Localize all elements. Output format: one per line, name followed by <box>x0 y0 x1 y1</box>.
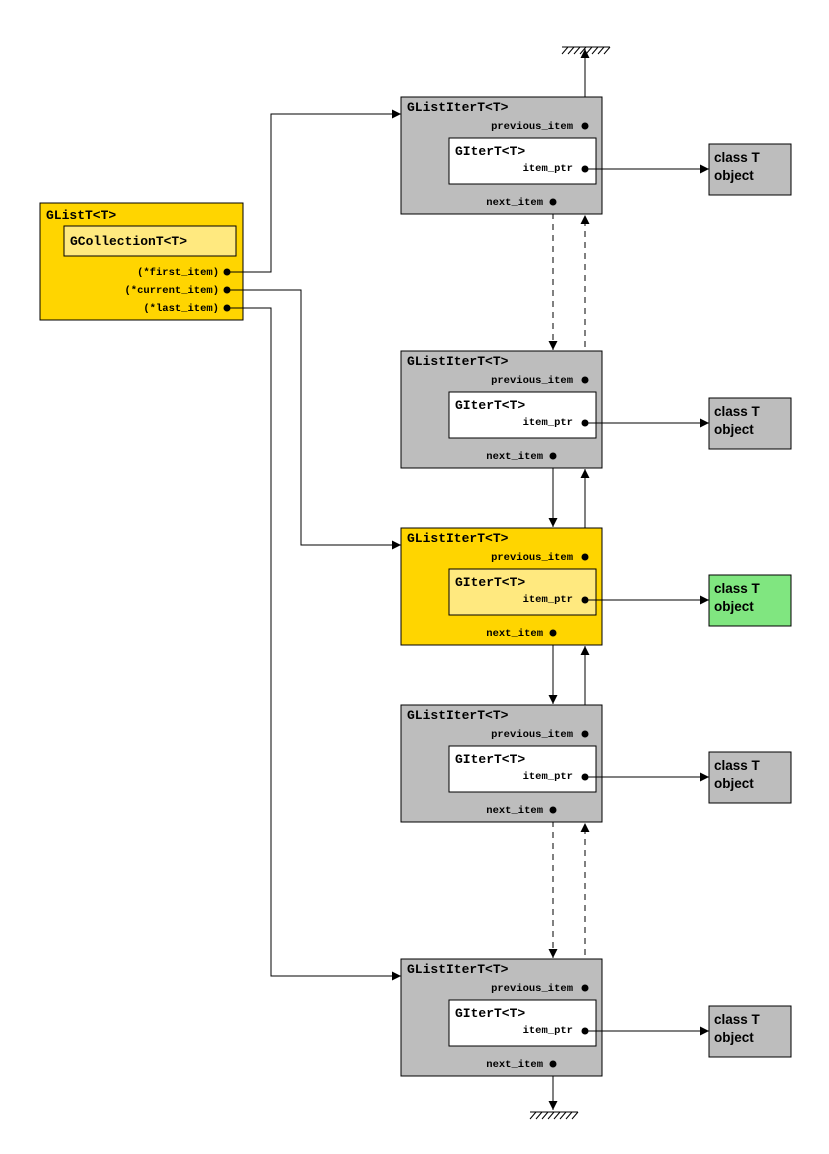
previous-item-dot <box>581 730 589 738</box>
iter-inner-box <box>448 137 597 185</box>
class-object-box <box>708 574 792 627</box>
gcollection-rect <box>63 225 237 257</box>
class-object-line2: object <box>714 422 754 437</box>
class-object-box <box>708 751 792 804</box>
class-object-line1: class T <box>714 758 761 773</box>
item-ptr-label: item_ptr <box>523 417 573 429</box>
bottom-ground-symbol <box>529 1111 579 1120</box>
class-object-box <box>708 1005 792 1058</box>
class-object-line1: class T <box>714 581 761 596</box>
next-item-label: next_item <box>486 451 543 463</box>
previous-item-dot <box>581 553 589 561</box>
last-item-arrow <box>227 307 401 981</box>
item-ptr-label: item_ptr <box>523 771 573 783</box>
gcollection-label: GCollectionT<T> <box>70 234 187 249</box>
class-object-line2: object <box>714 776 754 791</box>
next-item-dot <box>549 1060 557 1068</box>
next-item-label: next_item <box>486 805 543 817</box>
previous-item-label: previous_item <box>491 121 573 133</box>
iter-inner-title: GIterT<T> <box>455 1006 525 1021</box>
current-item-arrow <box>227 289 401 550</box>
iter-inner-title: GIterT<T> <box>455 752 525 767</box>
class-object-line1: class T <box>714 1012 761 1027</box>
next-item-label: next_item <box>486 197 543 209</box>
last-item-label: (*last_item) <box>143 303 219 315</box>
next-item-label: next_item <box>486 1059 543 1071</box>
class-object-line2: object <box>714 168 754 183</box>
first-item-label: (*first_item) <box>137 267 219 279</box>
item-ptr-label: item_ptr <box>523 1025 573 1037</box>
glist-title: GListT<T> <box>46 208 116 223</box>
item-ptr-label: item_ptr <box>523 163 573 175</box>
class-object-line1: class T <box>714 404 761 419</box>
top-ground-symbol <box>561 46 611 55</box>
nodes-layer: GListIterT<T>previous_itemGIterT<T>item_… <box>400 96 792 1077</box>
next-item-label: next_item <box>486 628 543 640</box>
next-item-dot <box>549 198 557 206</box>
first-item-arrow <box>227 109 401 273</box>
iter-inner-box <box>448 568 597 616</box>
class-object-box <box>708 397 792 450</box>
class-object-line1: class T <box>714 150 761 165</box>
previous-item-dot <box>581 376 589 384</box>
previous-item-label: previous_item <box>491 729 573 741</box>
glist-box: GListT<T> GCollectionT<T> (*first_item) … <box>39 202 244 321</box>
previous-item-label: previous_item <box>491 983 573 995</box>
iter-inner-title: GIterT<T> <box>455 398 525 413</box>
list-iter-title: GListIterT<T> <box>407 708 509 723</box>
glist-rect <box>39 202 244 321</box>
list-iter-title: GListIterT<T> <box>407 962 509 977</box>
current-item-label: (*current_item) <box>124 285 219 297</box>
iter-inner-box <box>448 999 597 1047</box>
list-iter-title: GListIterT<T> <box>407 531 509 546</box>
iter-inner-title: GIterT<T> <box>455 144 525 159</box>
list-iter-title: GListIterT<T> <box>407 354 509 369</box>
previous-item-dot <box>581 122 589 130</box>
next-item-dot <box>549 806 557 814</box>
next-item-dot <box>549 452 557 460</box>
iter-inner-title: GIterT<T> <box>455 575 525 590</box>
class-object-line2: object <box>714 1030 754 1045</box>
previous-item-dot <box>581 984 589 992</box>
next-item-dot <box>549 629 557 637</box>
iter-inner-box <box>448 745 597 793</box>
class-object-line2: object <box>714 599 754 614</box>
class-object-box <box>708 143 792 196</box>
list-iter-title: GListIterT<T> <box>407 100 509 115</box>
item-ptr-label: item_ptr <box>523 594 573 606</box>
previous-item-label: previous_item <box>491 375 573 387</box>
previous-item-label: previous_item <box>491 552 573 564</box>
iter-inner-box <box>448 391 597 439</box>
